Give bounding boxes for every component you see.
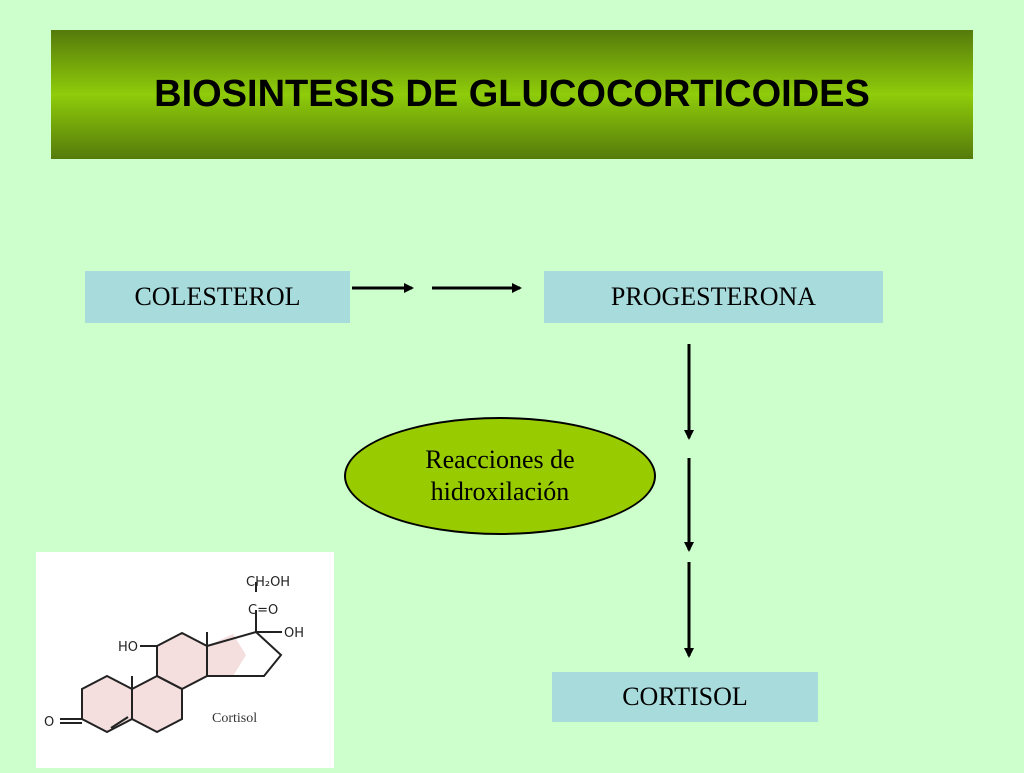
molecule-ch2oh: CH₂OH xyxy=(246,575,290,590)
process-label-line2: hidroxilación xyxy=(430,477,570,506)
cortisol-structure-image: CH₂OH C=O OH HO O Cortisol xyxy=(36,552,334,768)
molecule-ketone: O xyxy=(44,715,54,730)
node-colesterol: COLESTEROL xyxy=(85,271,350,323)
node-colesterol-label: COLESTEROL xyxy=(134,282,301,311)
node-cortisol: CORTISOL xyxy=(552,672,818,722)
process-ellipse: Reacciones de hidroxilación xyxy=(344,417,656,535)
node-progesterona: PROGESTERONA xyxy=(544,271,883,323)
cortisol-structure-svg: CH₂OH C=O OH HO O Cortisol xyxy=(44,575,304,734)
molecule-oh-right: OH xyxy=(284,626,304,641)
process-label-line1: Reacciones de xyxy=(425,444,575,474)
node-progesterona-label: PROGESTERONA xyxy=(610,282,817,311)
molecule-caption: Cortisol xyxy=(212,711,257,726)
molecule-carbonyl: C=O xyxy=(248,603,278,618)
molecule-ho-left: HO xyxy=(118,640,138,655)
slide-title: BIOSINTESIS DE GLUCOCORTICOIDES xyxy=(154,73,870,115)
node-cortisol-label: CORTISOL xyxy=(622,682,748,711)
title-banner: BIOSINTESIS DE GLUCOCORTICOIDES xyxy=(51,30,973,159)
